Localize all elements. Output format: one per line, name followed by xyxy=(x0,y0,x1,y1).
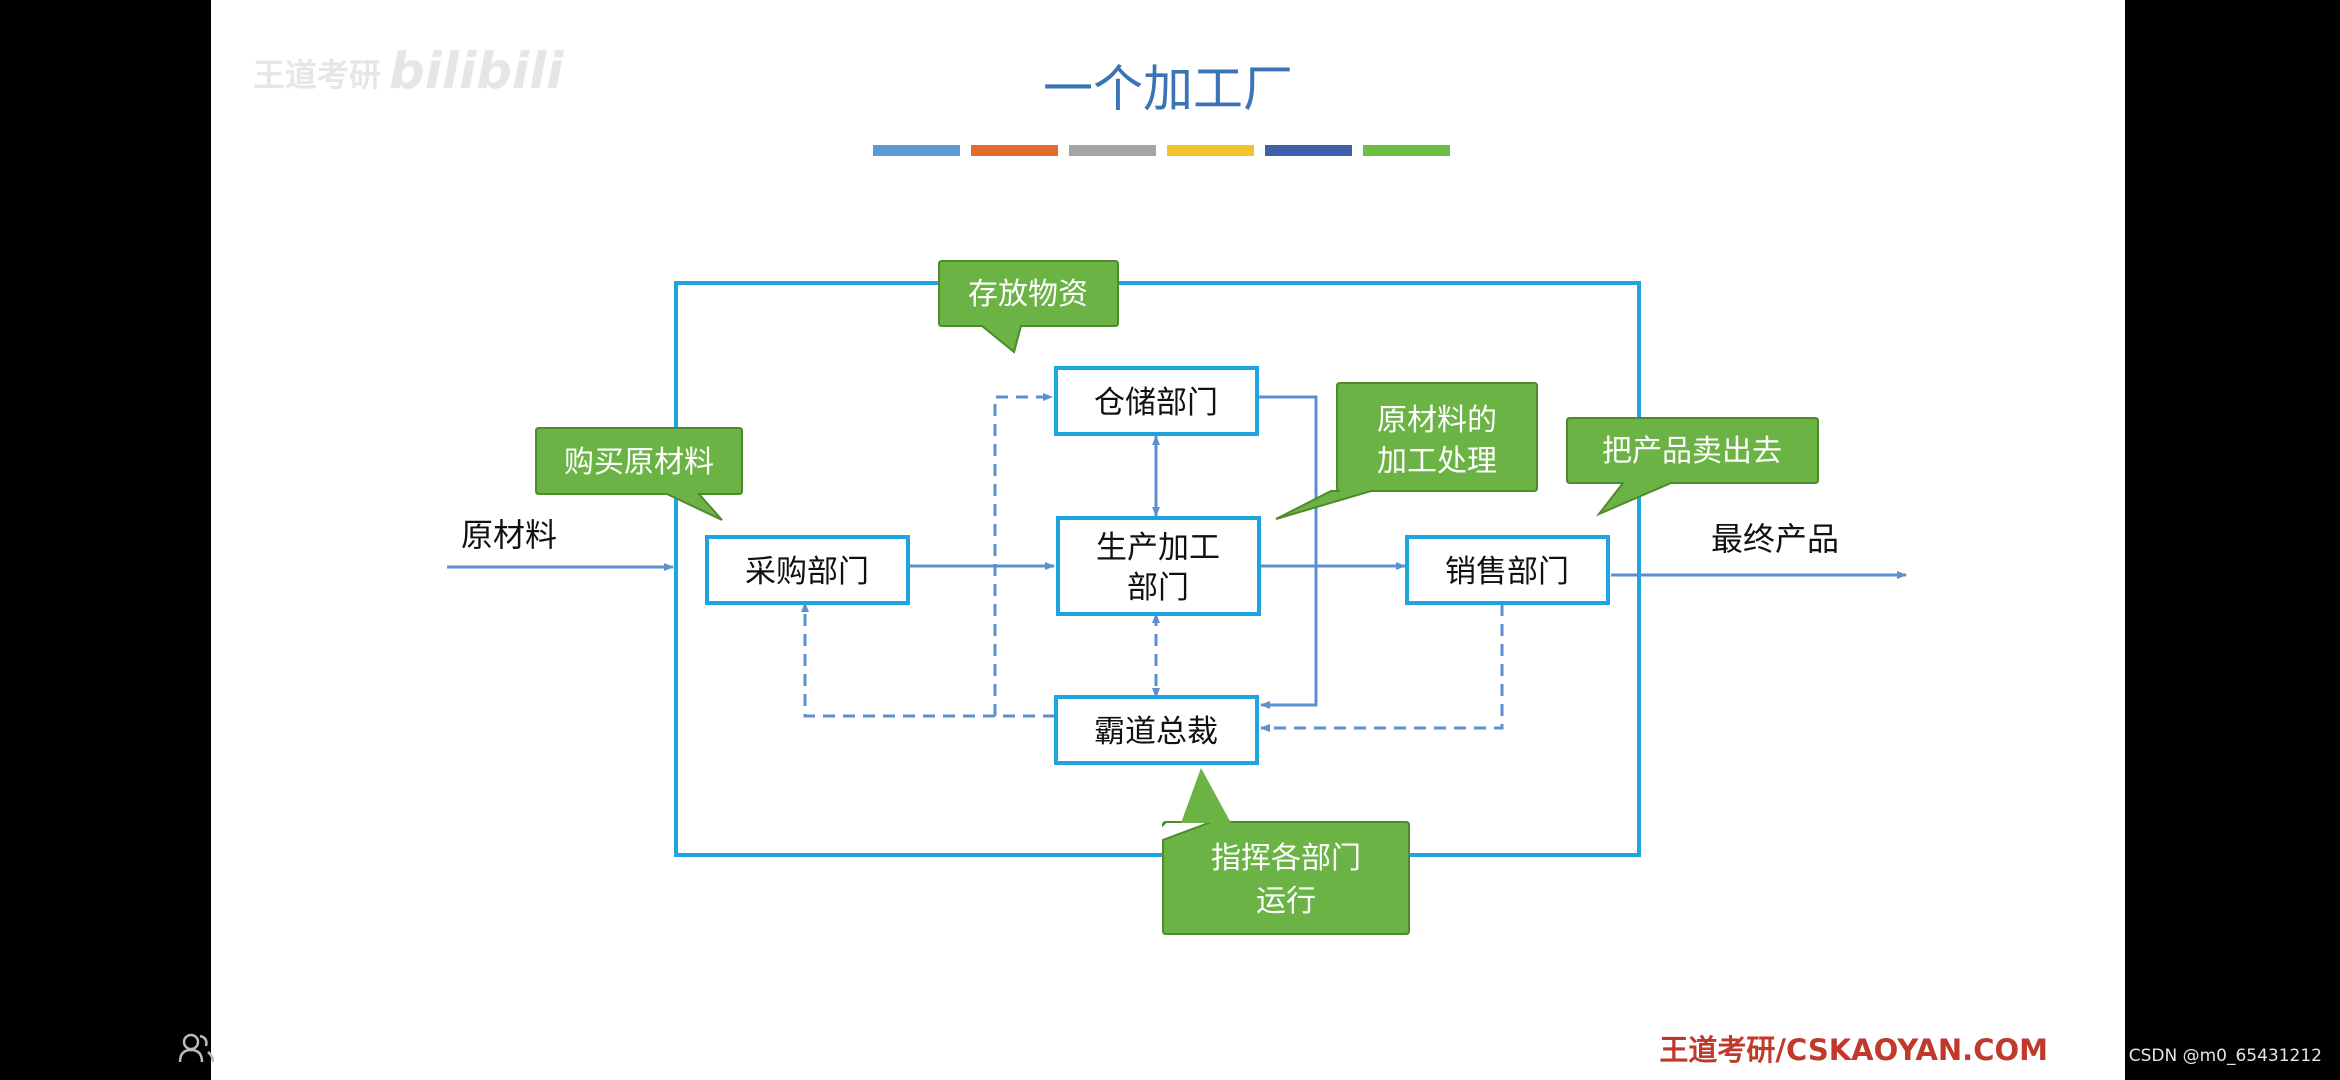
slide: 王道考研 bilibili 一个加工厂 xyxy=(211,0,2125,1080)
node-production-line1: 生产加工 xyxy=(1096,530,1220,566)
sales-to-ceo-arrow xyxy=(1260,604,1504,732)
color-bar-segment xyxy=(971,145,1058,156)
watermark-text: 王道考研 xyxy=(253,56,381,94)
watermark: 王道考研 bilibili xyxy=(253,42,564,100)
warehouse-box xyxy=(1054,366,1259,436)
csdn-credit: CSDN @m0_65431212 xyxy=(2128,1046,2322,1066)
factory-boundary xyxy=(674,281,1641,857)
color-bar-segment xyxy=(1363,145,1450,156)
ceo-to-warehouse-arrow xyxy=(993,393,1055,718)
callout-ceo-text-1: 指挥各部门 xyxy=(1211,841,1361,876)
callout-warehouse-text: 存放物资 xyxy=(968,277,1088,312)
sales-box xyxy=(1405,535,1610,605)
node-warehouse: 仓储部门 xyxy=(1094,385,1218,421)
node-ceo: 霸道总裁 xyxy=(1094,714,1218,750)
color-bar-segment xyxy=(873,145,960,156)
callout-production-text-1: 原材料的 xyxy=(1377,403,1497,438)
callouts xyxy=(535,260,1819,935)
node-sales: 销售部门 xyxy=(1445,554,1569,590)
department-boxes xyxy=(705,366,1610,765)
callout-purchase-text: 购买原材料 xyxy=(564,445,714,480)
callout-ceo-text-2: 运行 xyxy=(1256,884,1316,919)
production-box xyxy=(1056,516,1261,616)
callout-production xyxy=(1275,382,1538,520)
callout-ceo-pointer xyxy=(1181,768,1231,823)
color-bar-segment xyxy=(1069,145,1156,156)
ceo-to-purchase-arrow xyxy=(801,602,1055,718)
node-production-line2: 部门 xyxy=(1127,570,1189,606)
flow-arrows xyxy=(447,395,1907,709)
callout-sales xyxy=(1566,417,1819,517)
people-icon[interactable] xyxy=(178,1030,214,1066)
callout-production-text-2: 加工处理 xyxy=(1377,444,1497,479)
warehouse-to-ceo-arrow xyxy=(1259,395,1318,709)
command-arrows xyxy=(801,393,1504,732)
slide-title: 一个加工厂 xyxy=(1043,60,1293,118)
diagram-canvas: 王道考研 bilibili 一个加工厂 xyxy=(253,42,2048,1067)
input-label: 原材料 xyxy=(461,516,557,554)
output-label: 最终产品 xyxy=(1711,520,1839,558)
bilibili-logo: bilibili xyxy=(389,42,564,100)
title-color-bar xyxy=(873,145,1450,156)
callout-purchase xyxy=(535,427,743,521)
node-purchase: 采购部门 xyxy=(745,554,869,590)
callout-ceo xyxy=(1161,821,1410,935)
purchase-box xyxy=(705,535,910,605)
callout-sales-text: 把产品卖出去 xyxy=(1602,434,1782,469)
color-bar-segment xyxy=(1167,145,1254,156)
callout-warehouse xyxy=(938,260,1119,354)
color-bar-segment xyxy=(1265,145,1352,156)
footer-logo: 王道考研/CSKAOYAN.COM xyxy=(1659,1033,2048,1067)
ceo-box xyxy=(1054,695,1259,765)
